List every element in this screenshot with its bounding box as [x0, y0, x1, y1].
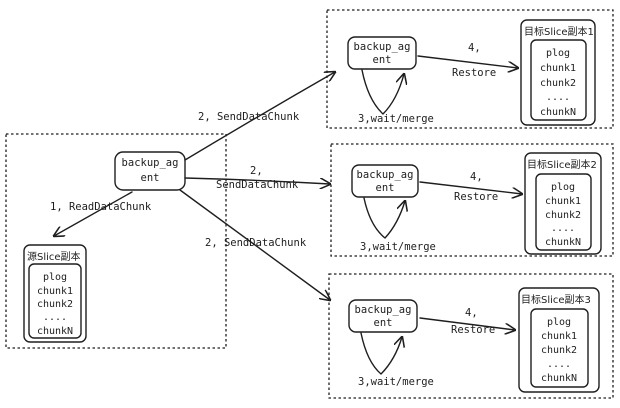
target-1-slice-item-chunk2: chunk2 — [540, 78, 576, 89]
target-1-restore-label-2: Restore — [452, 67, 496, 79]
read-data-chunk-label: 1, ReadDataChunk — [50, 201, 152, 213]
send-label-2b: SendDataChunk — [216, 179, 299, 191]
target-3-restore-label-1: 4, — [465, 307, 478, 319]
source-slice-node[interactable]: 源Slice副本 plog chunk1 chunk2 .... chunkN — [23, 244, 87, 343]
send-label-3: 2, SendDataChunk — [205, 237, 307, 249]
target-3-backup-agent-node[interactable]: backup_ag ent — [348, 299, 418, 333]
target-2-restore-label-2: Restore — [454, 191, 498, 203]
send-arrow-1 — [184, 72, 335, 161]
source-slice-title: 源Slice副本 — [27, 250, 81, 263]
target-3-slice-node[interactable]: 目标Slice副本3 plog chunk1 chunk2 .... chunk… — [518, 287, 600, 393]
target-1-slice-item-chunkn: chunkN — [540, 107, 576, 118]
target-3-slice-item-chunk1: chunk1 — [541, 331, 577, 342]
target-3-slice-inner — [530, 308, 589, 388]
source-slice-inner — [28, 263, 82, 339]
target-2-slice-item-chunkn: chunkN — [545, 237, 581, 248]
target-3-slice-item-ellipsis: .... — [547, 359, 571, 370]
send-arrow-2 — [184, 177, 330, 184]
target-3-slice-item-chunk2: chunk2 — [541, 345, 577, 356]
target-1-slice-item-chunk1: chunk1 — [540, 63, 576, 74]
target-group-3: backup_ag ent 3,wait/merge 4, Restore 目标… — [328, 273, 614, 399]
target-1-wait-loop — [361, 69, 404, 115]
target-group-1: backup_ag ent 3,wait/merge 4, Restore 目标… — [326, 9, 614, 129]
target-3-wait-loop — [360, 332, 402, 375]
target-1-slice-title: 目标Slice副本1 — [524, 25, 594, 38]
target-2-slice-item-ellipsis: .... — [551, 223, 575, 234]
target-3-agent-label-2: ent — [374, 317, 393, 329]
target-2-restore-arrow — [419, 181, 522, 194]
target-1-slice-outer — [520, 19, 596, 126]
target-2-slice-item-plog: plog — [551, 182, 575, 193]
target-1-wait-label: 3,wait/merge — [358, 113, 434, 125]
target-2-agent-label-2: ent — [376, 182, 395, 194]
source-dashed-container — [5, 133, 227, 349]
target-1-agent-label-1: backup_ag — [354, 41, 411, 53]
send-arrow-3 — [179, 189, 330, 300]
target-3-slice-item-plog: plog — [547, 317, 571, 328]
target-3-slice-title: 目标Slice副本3 — [521, 293, 591, 306]
target-2-backup-agent-node[interactable]: backup_ag ent — [351, 164, 419, 198]
target-2-agent-box — [351, 164, 419, 198]
source-slice-item-chunk1: chunk1 — [37, 286, 73, 297]
source-agent-label-2: ent — [141, 172, 160, 184]
source-agent-box — [114, 151, 186, 191]
source-slice-outer — [23, 244, 87, 343]
target-3-dashed-container — [328, 273, 614, 399]
target-1-backup-agent-node[interactable]: backup_ag ent — [347, 36, 417, 70]
target-1-slice-node[interactable]: 目标Slice副本1 plog chunk1 chunk2 .... chunk… — [520, 19, 596, 126]
target-2-slice-inner — [535, 173, 592, 251]
target-2-dashed-container — [330, 143, 614, 257]
target-2-slice-node[interactable]: 目标Slice副本2 plog chunk1 chunk2 .... chunk… — [524, 152, 602, 255]
source-slice-item-plog: plog — [43, 272, 67, 283]
target-2-agent-label-1: backup_ag — [357, 169, 414, 181]
target-1-restore-label-1: 4, — [468, 42, 481, 54]
target-2-wait-loop — [363, 197, 405, 239]
target-3-wait-label: 3,wait/merge — [358, 376, 434, 388]
target-3-agent-label-1: backup_ag — [355, 304, 412, 316]
send-label-2a: 2, — [250, 165, 263, 177]
source-backup-agent-node[interactable]: backup_ag ent — [114, 151, 186, 191]
source-agent-label-1: backup_ag — [122, 157, 179, 169]
target-3-slice-outer — [518, 287, 600, 393]
target-3-agent-box — [348, 299, 418, 333]
target-2-slice-item-chunk1: chunk1 — [545, 196, 581, 207]
target-1-agent-label-2: ent — [373, 54, 392, 66]
send-edges: 2, SendDataChunk 2, SendDataChunk 2, Sen… — [179, 72, 335, 300]
target-3-slice-item-chunkn: chunkN — [541, 373, 577, 384]
target-3-restore-label-2: Restore — [451, 324, 495, 336]
source-slice-item-chunk2: chunk2 — [37, 299, 73, 310]
send-label-1: 2, SendDataChunk — [198, 111, 300, 123]
target-2-restore-label-1: 4, — [470, 171, 483, 183]
target-2-wait-label: 3,wait/merge — [360, 241, 436, 253]
target-1-dashed-container — [326, 9, 614, 129]
target-2-slice-title: 目标Slice副本2 — [527, 158, 597, 171]
target-1-slice-item-ellipsis: .... — [546, 92, 570, 103]
target-group-2: backup_ag ent 3,wait/merge 4, Restore 目标… — [330, 143, 614, 257]
target-2-slice-outer — [524, 152, 602, 255]
target-3-restore-arrow — [419, 317, 515, 330]
target-1-slice-item-plog: plog — [546, 48, 570, 59]
source-slice-item-chunkn: chunkN — [37, 326, 73, 337]
source-group: backup_ag ent 1, ReadDataChunk 源Slice副本 … — [5, 133, 227, 349]
target-2-slice-item-chunk2: chunk2 — [545, 210, 581, 221]
target-1-restore-arrow — [417, 55, 518, 68]
read-data-chunk-arrow — [54, 191, 133, 236]
target-1-slice-inner — [530, 39, 587, 121]
target-1-agent-box — [347, 36, 417, 70]
source-slice-item-ellipsis: .... — [43, 312, 67, 323]
